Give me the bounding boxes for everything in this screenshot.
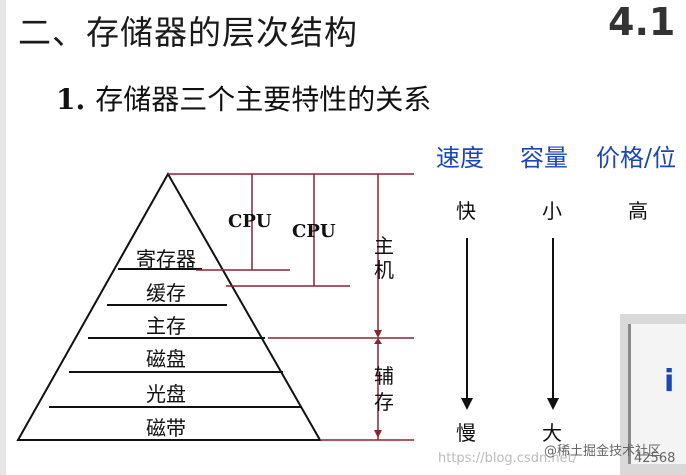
watermark-url: https://blog.csdn.net/ [438,451,578,466]
level-tape: 磁带 [146,416,186,440]
speed-arrow-head [461,398,473,410]
aux-label-char: 存 [374,390,394,414]
host-label-char: 机 [374,258,394,282]
subtitle-number: 1. [56,83,86,116]
aux-label-char: 辅 [374,364,394,388]
level-disk: 磁盘 [146,347,186,371]
speed-fast: 快 [456,199,476,223]
pyramid-outline [16,171,322,441]
watermark-number: 42568 [634,451,676,466]
section-number: 4.1 [608,0,676,44]
arrow-head [374,338,382,344]
level-register: 寄存器 [136,247,196,271]
speed-slow: 慢 [456,421,476,445]
level-cache: 缓存 [146,281,186,305]
capacity-small: 小 [542,199,562,223]
subtitle: 1. 存储器三个主要特性的关系 [56,78,431,118]
arrow-head [374,330,382,338]
header-speed: 速度 [436,144,484,172]
slide-title: 二、存储器的层次结构 [18,13,358,52]
capacity-arrow-head [547,398,559,410]
level-optical-disk: 光盘 [146,382,186,406]
cpu-label: CPU [292,221,336,242]
header-price-per-bit: 价格/位 [596,144,677,172]
video-overlay-frame [628,324,686,464]
cpu-host-brackets [168,173,414,441]
watermark-community: @稀土掘金技术社区 [544,444,662,459]
left-margin-bar [0,0,6,475]
subtitle-text: 存储器三个主要特性的关系 [95,83,432,116]
price-high: 高 [628,199,648,223]
arrow-head [374,430,382,438]
cpu-label: CPU [228,211,272,232]
host-label-char: 主 [374,234,394,258]
level-main-memory: 主存 [146,314,186,338]
video-overlay-glyph: i [664,364,675,399]
header-capacity: 容量 [520,144,568,172]
capacity-large: 大 [542,421,562,445]
video-overlay: i [620,314,686,475]
